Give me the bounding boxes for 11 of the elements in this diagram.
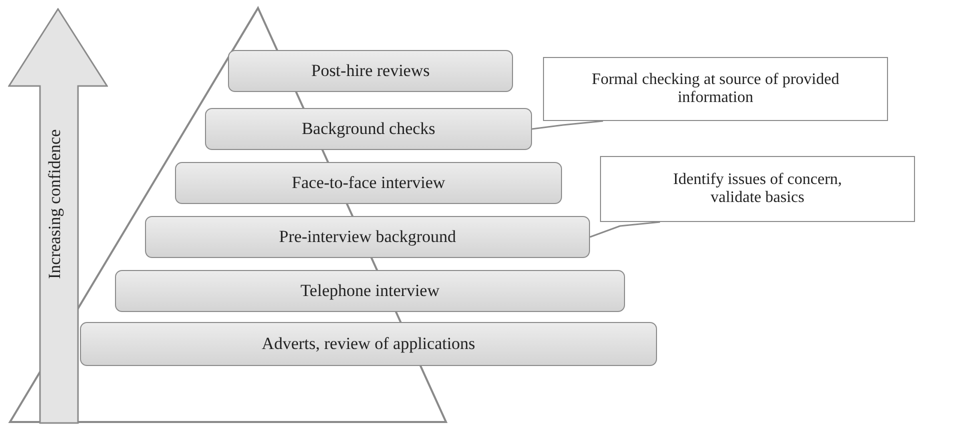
step-bar: Telephone interview (115, 270, 625, 312)
callout-tail (532, 120, 604, 130)
step-bar: Post-hire reviews (228, 50, 513, 92)
step-bar: Face-to-face interview (175, 162, 562, 204)
step-bar: Background checks (205, 108, 532, 150)
callout-box: Identify issues of concern, validate basics (600, 156, 915, 222)
callout-tail (590, 221, 660, 238)
callout-box: Formal checking at source of provided information (543, 57, 888, 121)
arrow-label: Increasing confidence (45, 128, 65, 281)
step-bar: Adverts, review of applications (80, 322, 657, 366)
step-bar: Pre-interview background (145, 216, 590, 258)
